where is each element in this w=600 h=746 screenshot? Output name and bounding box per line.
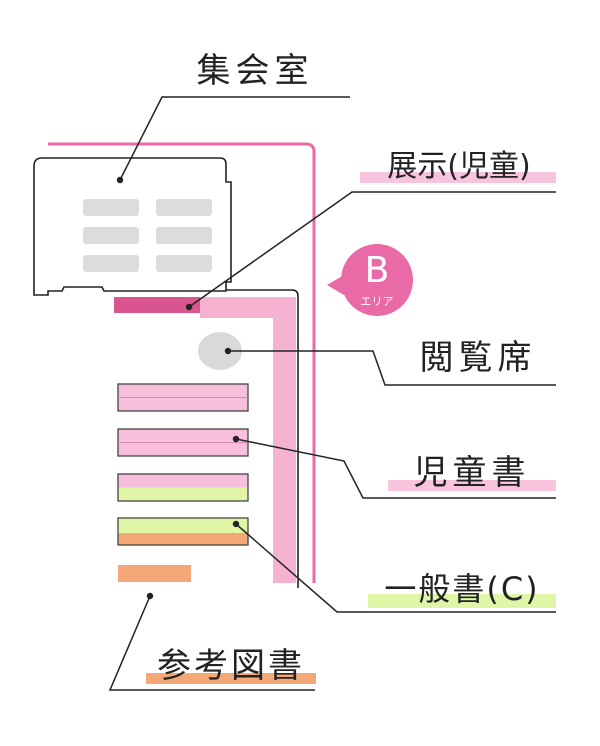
exhibit-dot: [185, 303, 193, 311]
area-boundary-line: [48, 142, 316, 583]
childrens-books-leader: [235, 438, 556, 499]
childrens-books-label-highlight: [388, 480, 556, 491]
table: [83, 227, 139, 244]
reference-shelf: [118, 565, 191, 582]
reference-books-label: 参考図書: [157, 646, 305, 686]
shelf-2: [117, 428, 249, 457]
meeting-room-leader: [119, 96, 350, 181]
childrens-books-label: 児童書: [414, 453, 531, 493]
general-books-leader: [235, 523, 556, 613]
reading-seat: [198, 332, 242, 370]
shelf-4: [117, 517, 249, 546]
reading-seat-leader: [228, 350, 556, 386]
children-area-outline: [186, 289, 299, 588]
exhibit-children-label: 展示(児童): [387, 149, 530, 184]
table: [83, 199, 139, 216]
childrens-books-dot: [232, 435, 240, 443]
reading-seat-dot: [224, 347, 232, 355]
meeting-room-dot: [116, 176, 124, 184]
general-books-label: 一般書(C): [384, 570, 539, 608]
general-books-label-highlight: [368, 594, 556, 608]
badge-pointer: [327, 275, 344, 295]
shelf-3: [117, 473, 249, 502]
reference-books-leader: [108, 595, 315, 691]
badge-caption: エリア: [361, 295, 394, 308]
meeting-room-tables: [83, 199, 212, 272]
table: [156, 227, 212, 244]
reading-seat-label: 閲覧席: [420, 338, 537, 378]
badge-letter: B: [365, 250, 390, 291]
area-b-badge: B エリア: [327, 244, 413, 316]
badge-circle: [341, 244, 413, 316]
reference-books-label-highlight: [146, 673, 316, 684]
general-books-dot: [232, 520, 240, 528]
exhibit-children-bar: [114, 297, 200, 313]
exhibit-label-highlight: [360, 172, 556, 183]
meeting-room: [33, 157, 232, 296]
table: [83, 255, 139, 272]
reference-books-dot: [146, 592, 154, 600]
exhibit-leader: [188, 191, 556, 308]
meeting-room-label: 集会室: [197, 51, 314, 91]
corridor: [200, 297, 296, 583]
table: [156, 199, 212, 216]
shelf-1: [117, 383, 249, 412]
table: [156, 255, 212, 272]
